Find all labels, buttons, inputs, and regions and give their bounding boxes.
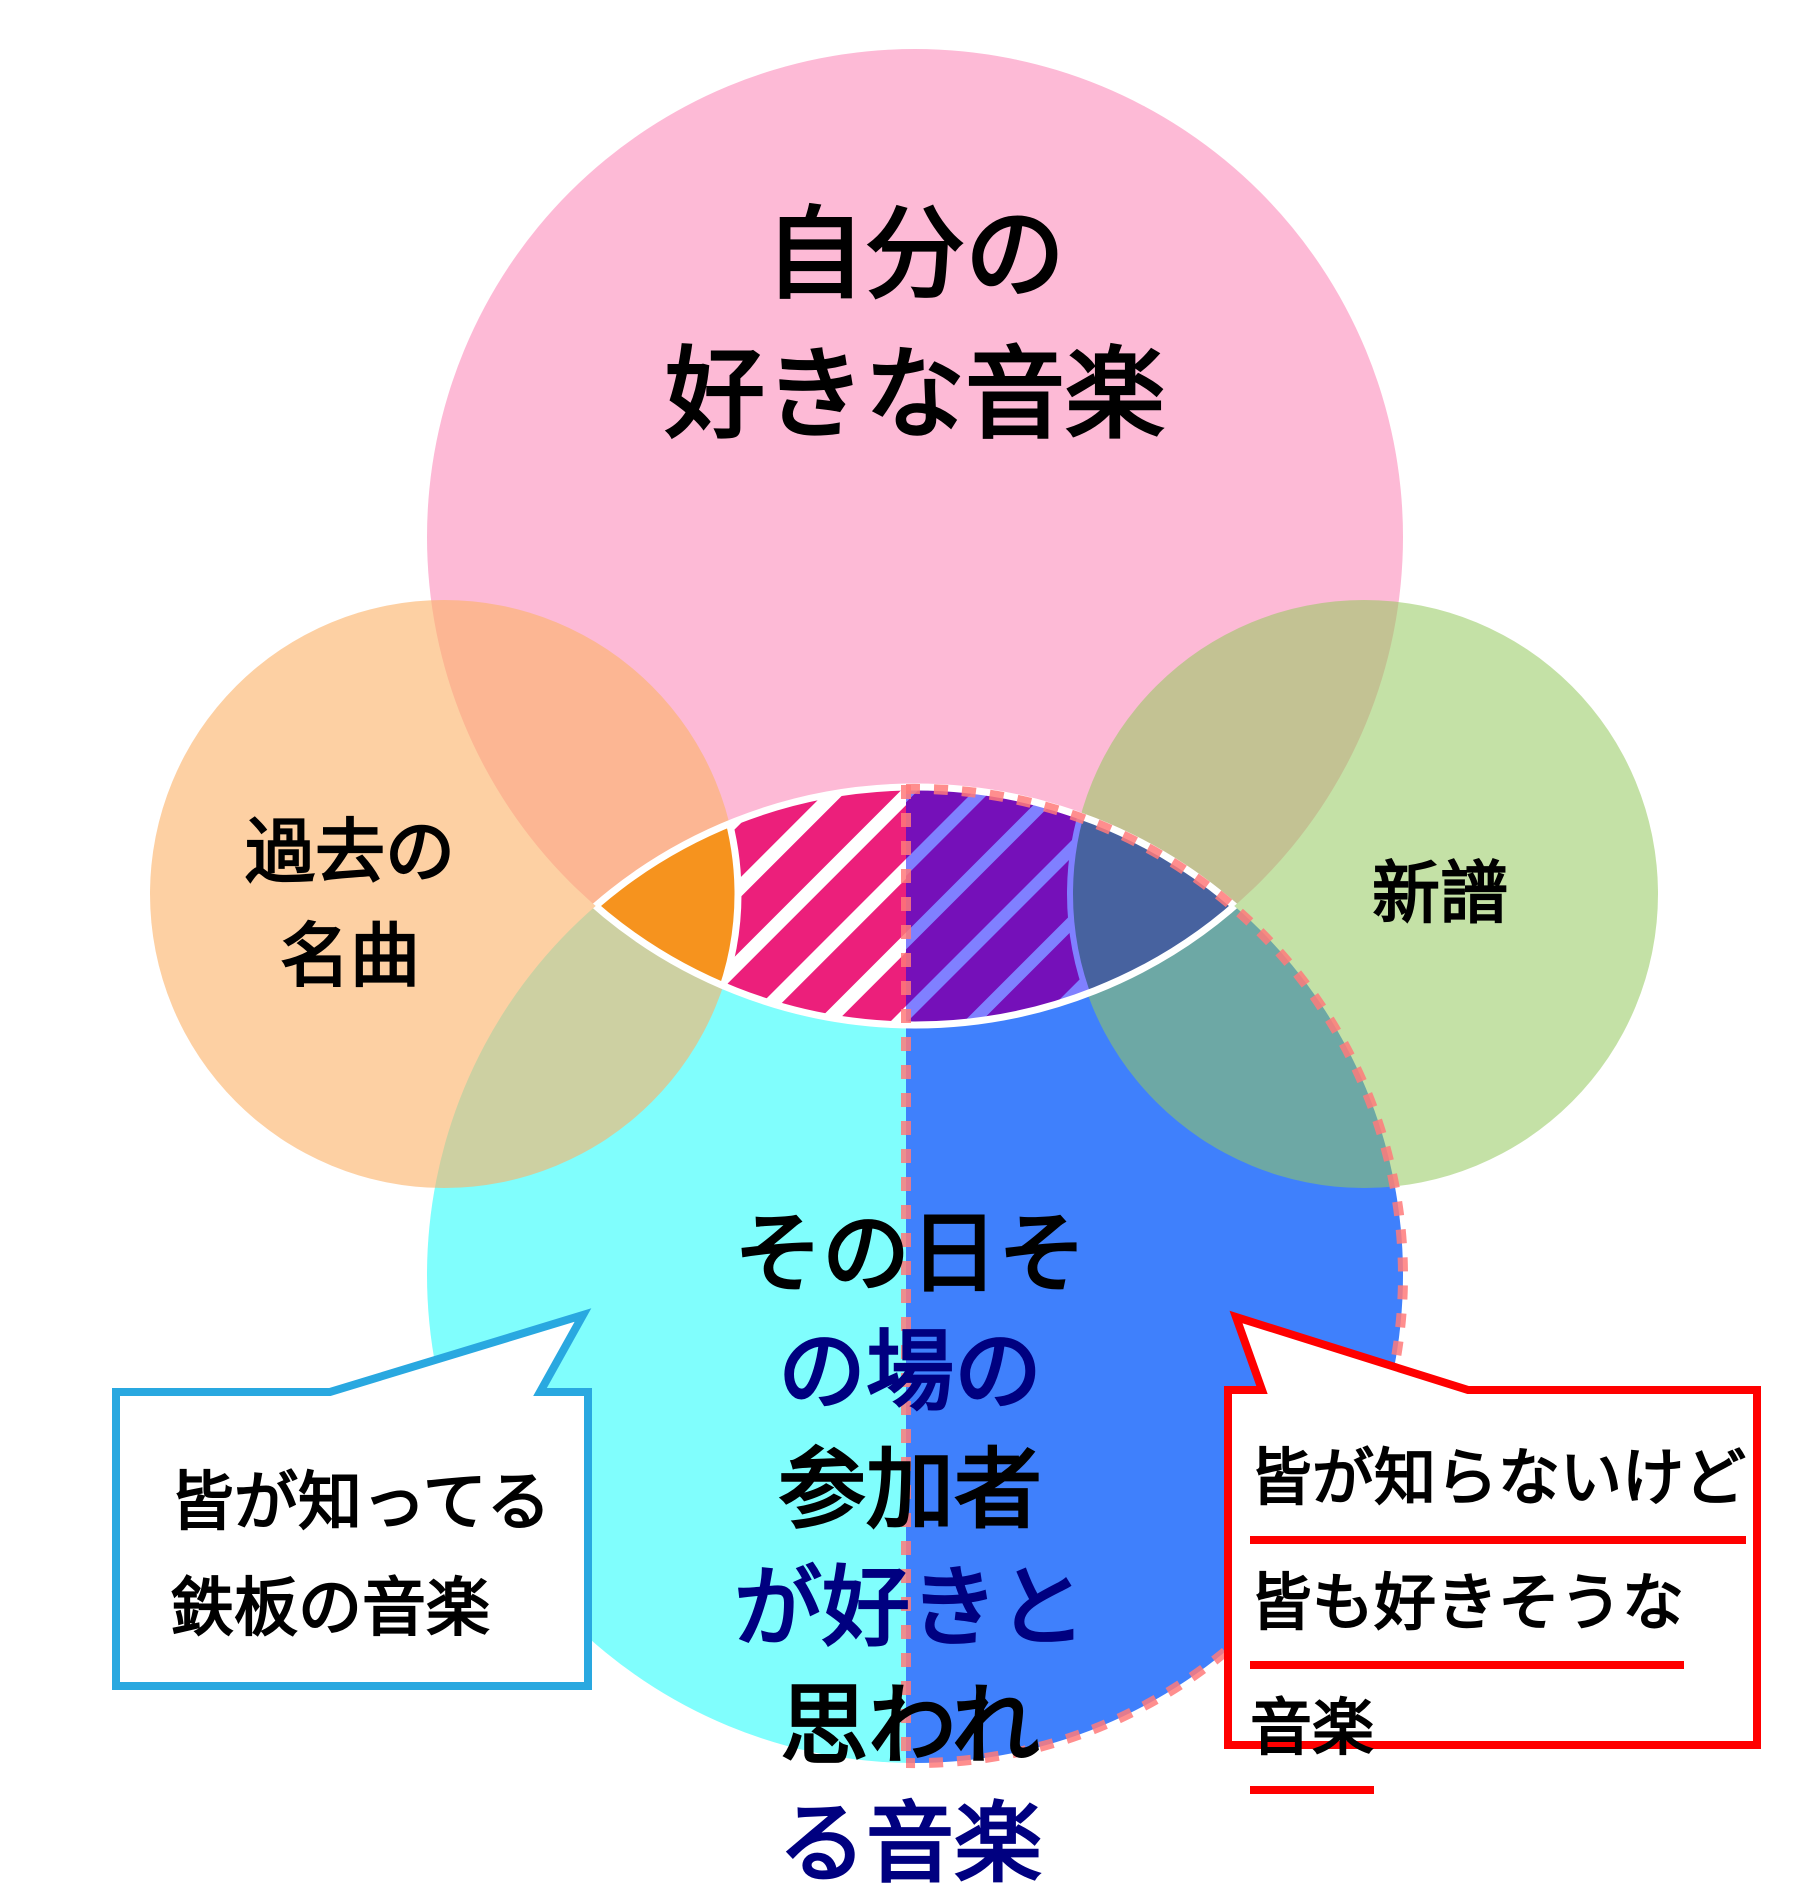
blue-callout-line-2: 鉄板の音楽 (170, 1572, 490, 1646)
bottom-label-line-3: 思われる音楽 (777, 1674, 1042, 1895)
right-circle-new-releases (1070, 600, 1658, 1188)
left-label-line-2: 名曲 (280, 915, 420, 997)
left-circle-past-classics (150, 600, 738, 1188)
red-callout-line-3: 音楽 (1250, 1675, 1375, 1794)
red-callout-text: 皆が知らないけど 皆も好きそうな 音楽 (1250, 1425, 1747, 1800)
blue-callout-bubble (112, 1308, 592, 1690)
blue-callout-text: 皆が知ってる 鉄板の音楽 (170, 1450, 551, 1662)
left-circle-label: 過去の 名曲 (200, 800, 500, 1008)
left-label-line-1: 過去の (245, 811, 455, 893)
bottom-circle-label: その日その場の 参加者が好きと 思われる音楽 (560, 1195, 1260, 1903)
venn-diagram (112, 49, 1761, 1769)
top-circle-label: 自分の 好きな音楽 (615, 185, 1215, 465)
top-label-line-2: 好きな音楽 (665, 336, 1165, 453)
blue-callout-line-1: 皆が知ってる (170, 1466, 551, 1540)
red-callout-bubble (1224, 1310, 1761, 1749)
red-callout-line-1: 皆が知らないけど (1250, 1425, 1747, 1544)
dashed-highlight-outline (901, 783, 1409, 1769)
right-label-line-1: 新譜 (1371, 855, 1508, 934)
right-circle-label: 新譜 (1340, 852, 1540, 937)
bottom-label-line-1: その日その場の (733, 1202, 1086, 1423)
bottom-label-line-2: 参加者が好きと (733, 1438, 1086, 1659)
top-label-line-1: 自分の (765, 196, 1065, 313)
red-callout-line-2: 皆も好きそうな (1250, 1550, 1685, 1669)
